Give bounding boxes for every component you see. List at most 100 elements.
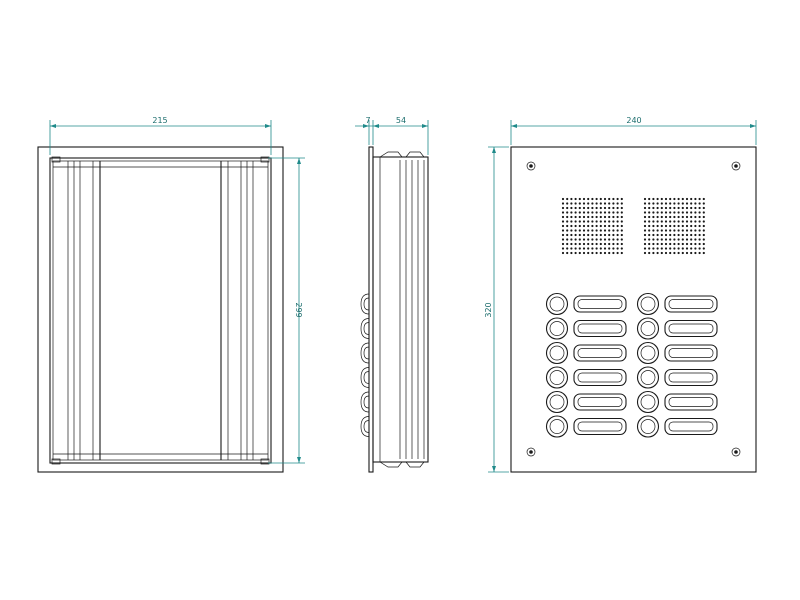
grille-hole (664, 233, 668, 237)
grille-hole (620, 206, 623, 210)
grille-hole (599, 233, 602, 237)
grille-hole (669, 215, 672, 219)
grille-hole (648, 197, 651, 201)
grille-hole (608, 229, 611, 232)
grille-hole (643, 197, 647, 201)
grille-hole (608, 215, 611, 219)
grille-hole (681, 197, 684, 201)
grille-hole (599, 238, 602, 241)
grille-hole (570, 251, 573, 255)
grille-hole (677, 215, 680, 219)
name-label-plate (664, 344, 718, 362)
grille-hole (690, 220, 693, 223)
grille-hole (599, 206, 602, 210)
grille-hole (702, 229, 705, 232)
grille-hole (681, 251, 684, 255)
grille-hole (599, 215, 602, 219)
grille-hole (566, 202, 569, 205)
grille-hole (652, 215, 655, 219)
grille-hole (570, 202, 573, 205)
grille-hole (566, 229, 569, 232)
grille-hole (694, 238, 697, 241)
grille-hole (561, 233, 565, 237)
grille-hole (664, 242, 668, 246)
grille-hole (669, 220, 672, 223)
grille-hole (690, 233, 693, 237)
call-buttons (545, 292, 718, 438)
side-body-depth-label: 54 (396, 116, 406, 125)
grille-hole (616, 224, 619, 228)
grille-hole (587, 229, 590, 232)
grille-hole (570, 238, 573, 241)
grille-hole (608, 220, 611, 223)
grille-hole (587, 206, 590, 210)
grille-hole (616, 220, 619, 223)
grille-hole (608, 247, 611, 250)
grille-hole (578, 251, 581, 255)
grille-hole (578, 238, 581, 241)
grille-hole (574, 202, 577, 205)
panel-view (510, 146, 757, 473)
grille-hole (643, 202, 647, 205)
grille-hole (673, 251, 676, 255)
grille-hole (694, 206, 697, 210)
grille-hole (620, 211, 623, 214)
grille-hole (648, 233, 651, 237)
grille-hole (561, 206, 565, 210)
grille-hole (664, 220, 668, 223)
grille-hole (660, 233, 663, 237)
grille-hole (681, 211, 684, 214)
grille-hole (582, 215, 586, 219)
grille-hole (677, 233, 680, 237)
grille-hole (616, 233, 619, 237)
grille-hole (698, 233, 701, 237)
grille-hole (652, 242, 655, 246)
call-button (636, 415, 718, 438)
grille-hole (595, 229, 598, 232)
grille-hole (595, 197, 598, 201)
grille-hole (582, 202, 586, 205)
grille-hole (591, 229, 594, 232)
grille-hole (603, 211, 607, 214)
grille-hole (681, 233, 684, 237)
grille-hole (690, 202, 693, 205)
grille-hole (673, 238, 676, 241)
front-width-label: 215 (152, 116, 167, 125)
grille-hole (574, 220, 577, 223)
grille-hole (669, 233, 672, 237)
name-label-plate (573, 393, 627, 411)
grille-hole (652, 197, 655, 201)
grille-hole (578, 206, 581, 210)
grille-hole (566, 224, 569, 228)
grille-hole (673, 229, 676, 232)
grille-hole (652, 247, 655, 250)
grille-hole (582, 229, 586, 232)
front-height-dimension: 299 (268, 157, 305, 464)
grille-hole (673, 211, 676, 214)
grille-hole (570, 220, 573, 223)
name-label-plate (664, 393, 718, 411)
grille-hole (656, 220, 659, 223)
grille-hole (656, 197, 659, 201)
grille-hole (582, 251, 586, 255)
grille-hole (677, 229, 680, 232)
grille-hole (566, 251, 569, 255)
grille-hole (685, 247, 689, 250)
front-height-label: 299 (294, 302, 303, 317)
grille-hole (698, 247, 701, 250)
grille-hole (652, 251, 655, 255)
grille-hole (616, 229, 619, 232)
button-profile (360, 416, 370, 437)
grille-hole (612, 247, 615, 250)
button-profile (360, 293, 370, 315)
call-button (636, 366, 718, 389)
grille-hole (578, 197, 581, 201)
grille-hole (685, 206, 689, 210)
grille-hole (578, 233, 581, 237)
grille-hole (595, 224, 598, 228)
grille-hole (599, 242, 602, 246)
grille-hole (664, 206, 668, 210)
name-label-plate (573, 319, 627, 338)
grille-hole (681, 247, 684, 250)
